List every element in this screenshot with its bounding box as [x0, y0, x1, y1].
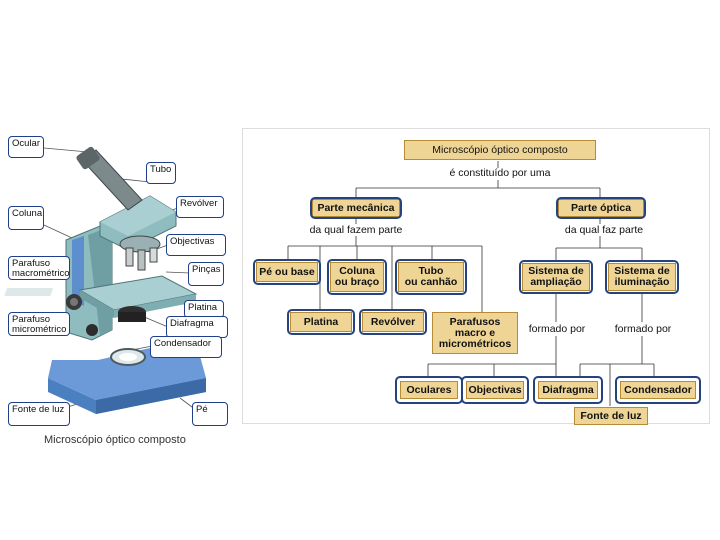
- link-formado-por-ampliacao: formado por: [528, 323, 586, 335]
- node-coluna: Coluna ou braço: [330, 262, 384, 292]
- label-objectivas: Objectivas: [166, 234, 226, 256]
- link-constituido: é constituído por uma: [449, 167, 551, 179]
- node-parte-mecanica: Parte mecânica: [312, 199, 400, 217]
- node-parte-mecanica-text: Parte mecânica: [317, 201, 395, 214]
- label-pincas: Pinças: [188, 262, 224, 286]
- microscope-illustration: [4, 146, 206, 414]
- node-parte-optica-text: Parte óptica: [570, 201, 632, 214]
- node-condensador: Condensador: [620, 381, 696, 399]
- node-fonte-de-luz: Fonte de luz: [574, 407, 648, 425]
- node-ampliacao-line1: Sistema de: [528, 265, 584, 277]
- node-iluminacao-line1: Sistema de: [614, 265, 670, 277]
- node-tubo: Tubo ou canhão: [398, 262, 464, 292]
- node-parafusos-line3: micrométricos: [438, 337, 512, 350]
- node-oculares-text: Oculares: [406, 383, 452, 396]
- node-tubo-line2: ou canhão: [404, 276, 458, 288]
- node-sistema-ampliacao: Sistema de ampliação: [522, 263, 590, 291]
- node-sistema-iluminacao: Sistema de iluminação: [608, 263, 676, 291]
- node-diafragma: Diafragma: [538, 381, 598, 399]
- node-ampliacao-line2: ampliação: [530, 276, 582, 288]
- label-revolver: Revólver: [176, 196, 224, 218]
- node-coluna-line1: Coluna: [339, 265, 375, 277]
- node-objectivas: Objectivas: [466, 381, 524, 399]
- node-objectivas-text: Objectivas: [468, 383, 522, 396]
- node-pe-ou-base: Pé ou base: [256, 262, 318, 282]
- node-coluna-line2: ou braço: [334, 276, 380, 288]
- node-microscopio: Microscópio óptico composto: [404, 140, 596, 160]
- node-fonte-de-luz-text: Fonte de luz: [580, 409, 642, 422]
- node-revolver: Revólver: [362, 312, 424, 332]
- label-condensador: Condensador: [150, 336, 222, 358]
- label-pe: Pé: [192, 402, 228, 426]
- label-coluna: Coluna: [8, 206, 44, 230]
- node-revolver-text: Revólver: [370, 315, 416, 328]
- node-tubo-line1: Tubo: [418, 265, 444, 277]
- node-oculares: Oculares: [400, 381, 458, 399]
- node-parafusos-line1: Parafusos: [449, 315, 501, 328]
- node-platina: Platina: [290, 312, 352, 332]
- microscope-caption: Microscópio óptico composto: [44, 434, 186, 446]
- node-diafragma-text: Diafragma: [542, 383, 594, 396]
- link-formado-por-iluminacao: formado por: [614, 323, 672, 335]
- node-parafusos: Parafusos macro e micrométricos: [432, 312, 518, 354]
- node-platina-text: Platina: [303, 315, 339, 328]
- node-iluminacao-line2: iluminação: [614, 276, 670, 288]
- link-da-qual-fazem-parte: da qual fazem parte: [309, 224, 403, 236]
- label-tubo: Tubo: [146, 162, 176, 184]
- node-condensador-text: Condensador: [624, 383, 692, 396]
- node-parte-optica: Parte óptica: [558, 199, 644, 217]
- concept-map-frame: [242, 128, 710, 424]
- node-microscopio-text: Microscópio óptico composto: [432, 143, 568, 156]
- label-diafragma: Diafragma: [166, 316, 228, 338]
- label-parafuso-micrometrico: Parafuso micrométrico: [8, 312, 70, 336]
- label-fonte-de-luz: Fonte de luz: [8, 402, 70, 426]
- label-parafuso-macrometrico: Parafuso macrométrico: [8, 256, 70, 280]
- node-parafusos-line2: macro e: [454, 326, 496, 339]
- link-da-qual-faz-parte: da qual faz parte: [564, 224, 644, 236]
- node-pe-ou-base-text: Pé ou base: [259, 265, 315, 278]
- label-ocular: Ocular: [8, 136, 44, 158]
